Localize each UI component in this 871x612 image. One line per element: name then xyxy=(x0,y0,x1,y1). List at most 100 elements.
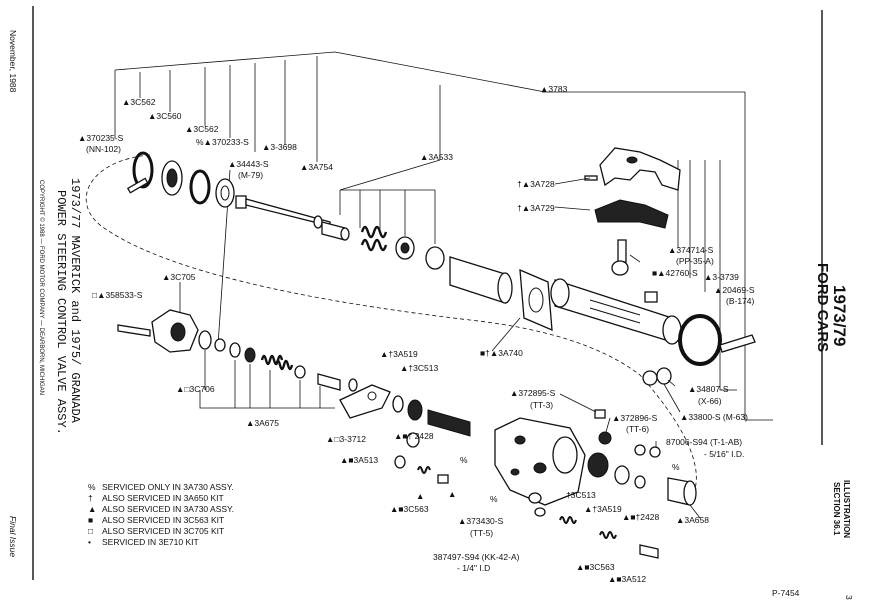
cap-group xyxy=(117,309,391,419)
oring-3c706 xyxy=(198,330,212,350)
label-3a729: †▲3A729 xyxy=(517,203,555,213)
label-3a512: ▲■3A512 xyxy=(608,574,646,584)
spring-b xyxy=(360,238,388,252)
label-370235-b: (NN-102) xyxy=(86,144,121,154)
valve-sleeve-group xyxy=(449,256,682,345)
label-3c563-low: ▲■3C563 xyxy=(576,562,615,572)
oring-372896 xyxy=(598,431,612,445)
label-42760: ■▲42760-S xyxy=(652,268,698,278)
label-3698: ▲3-3698 xyxy=(262,142,297,152)
washer-small-4 xyxy=(294,365,306,379)
label-3c706: ▲□3C706 xyxy=(176,384,215,394)
seal-3c513-low xyxy=(587,452,609,478)
legend: % SERVICED ONLY IN 3A730 ASSY. † ALSO SE… xyxy=(88,482,234,547)
legend-text-1: ALSO SERVICED IN 3A650 KIT xyxy=(102,493,224,503)
oring-2428-top xyxy=(406,432,420,448)
label-34807-b: (X-66) xyxy=(698,396,722,406)
label-2428-top: ▲■† 2428 xyxy=(394,431,434,441)
bottom-parts xyxy=(394,432,659,559)
marker-tri-2: ▲ xyxy=(448,489,456,499)
label-370233: %▲370233-S xyxy=(196,137,249,147)
label-3a740: ■†▲3A740 xyxy=(480,348,523,358)
washer-small-1 xyxy=(214,338,226,352)
label-387497-b: - 1/4" I.D xyxy=(457,563,490,573)
bolt-358533 xyxy=(117,324,151,337)
nut-42760 xyxy=(644,291,658,303)
misc-leaders xyxy=(491,177,701,519)
legend-symbol-3: ■ xyxy=(88,515,93,525)
seal-3c560-inner xyxy=(166,168,178,188)
bracket-hole xyxy=(626,156,638,164)
housing-slot xyxy=(589,299,641,316)
label-3c562-top: ▲3C562 xyxy=(122,97,156,107)
label-370235-a: ▲370235-S xyxy=(78,133,124,143)
label-373430-a: ▲373430-S xyxy=(458,516,504,526)
label-374714-a: ▲374714-S xyxy=(668,245,714,255)
legend-text-5: SERVICED IN 3E710 KIT xyxy=(102,537,199,547)
label-3a513: ▲■3A513 xyxy=(340,455,378,465)
final-issue-text: Final Issue xyxy=(8,516,18,557)
label-3c513-low: †3C513 xyxy=(566,490,596,500)
label-34807-a: ▲34807-S xyxy=(688,384,729,394)
legend-symbol-1: † xyxy=(88,493,93,503)
bracket-3783 xyxy=(599,147,681,191)
label-372896-b: (TT-6) xyxy=(626,424,649,434)
washer-small-3 xyxy=(244,347,256,363)
label-34443-a: ▲34443-S xyxy=(228,159,269,169)
ring-3c562-a xyxy=(132,151,154,189)
label-374714-b: (PP-35-A) xyxy=(676,256,714,266)
header-years: 1973/79 xyxy=(830,285,849,346)
nut-34443 xyxy=(235,195,247,209)
washer-small-2 xyxy=(229,342,241,358)
washer-3a519-top xyxy=(392,395,404,413)
label-373430-b: (TT-5) xyxy=(470,528,493,538)
washer-3a519-low xyxy=(614,465,630,485)
title-line-1: POWER STEERING CONTROL VALVE ASSY. xyxy=(54,190,68,435)
nut-33800 xyxy=(656,367,672,385)
legend-symbol-2: ▲ xyxy=(88,504,96,514)
sleeve-3a533 xyxy=(449,256,506,304)
page-number: 3 xyxy=(844,595,854,600)
label-3a675: ▲3A675 xyxy=(246,418,279,428)
legend-text-3: ALSO SERVICED IN 3C563 KIT xyxy=(102,515,224,525)
part-labels: ▲3C562 ▲3C560 ▲3C562 ▲370235-S (NN-102) … xyxy=(78,84,755,584)
washer-34807 xyxy=(642,370,658,386)
washer-370233-hole xyxy=(220,185,230,201)
cap-leaders xyxy=(179,282,335,409)
label-3739: ▲3-3739 xyxy=(704,272,739,282)
legend-symbol-4: □ xyxy=(88,526,93,536)
valve-body-group xyxy=(392,395,697,506)
marker-pct-1: % xyxy=(460,455,468,465)
cap-3a658-end xyxy=(683,480,697,506)
label-358533: □▲358533-S xyxy=(92,290,143,300)
plate-hole xyxy=(367,391,377,401)
stud-374714 xyxy=(617,239,627,263)
washer-87006-b xyxy=(649,446,661,458)
label-3a728: †▲3A728 xyxy=(517,179,555,189)
valve-port-3 xyxy=(510,468,520,476)
bolt-20469 xyxy=(719,334,756,353)
clamp-3a729 xyxy=(594,199,669,229)
fitting-372895 xyxy=(594,409,606,419)
label-87006-b: - 5/16" I.D. xyxy=(704,449,744,459)
figure-id: P-7454 xyxy=(772,588,800,598)
pin-370235 xyxy=(126,177,149,194)
plunger-3a675 xyxy=(317,373,341,391)
valve-port-2 xyxy=(533,462,547,474)
spring-c xyxy=(260,354,284,366)
spring-d xyxy=(274,359,294,371)
spacer-a-hole xyxy=(400,242,410,254)
label-87006-a: 87006-S94 (T-1-AB) xyxy=(666,437,742,447)
label-3a533: ▲3A533 xyxy=(420,152,453,162)
washer-3a513 xyxy=(394,455,406,469)
gasket-hole xyxy=(528,287,544,313)
washer-87006 xyxy=(634,444,646,456)
copyright-text: COPYRIGHT © 1988 — FORD MOTOR COMPANY — … xyxy=(38,180,45,395)
label-3c513-top: ▲†3C513 xyxy=(400,363,438,373)
sleeve-end xyxy=(340,227,350,241)
label-34443-b: (M-79) xyxy=(238,170,263,180)
header-cars: FORD CARS xyxy=(814,263,831,352)
plug-a xyxy=(425,246,445,270)
label-20469-b: (B-174) xyxy=(726,296,755,306)
